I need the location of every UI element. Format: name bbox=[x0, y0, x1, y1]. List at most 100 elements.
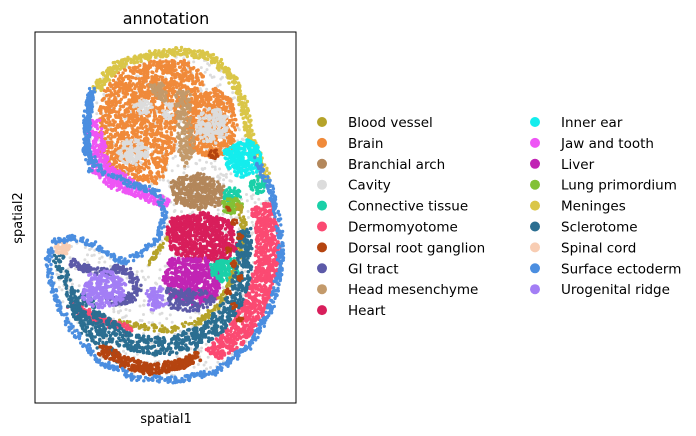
scatter-point bbox=[211, 104, 215, 109]
scatter-point bbox=[180, 92, 184, 96]
scatter-point bbox=[184, 78, 188, 82]
scatter-point bbox=[119, 119, 123, 124]
scatter-point bbox=[104, 165, 108, 170]
scatter-point bbox=[216, 130, 220, 134]
scatter-point bbox=[182, 96, 186, 100]
scatter-point bbox=[246, 216, 250, 219]
scatter-point bbox=[152, 159, 156, 163]
scatter-point bbox=[205, 68, 209, 72]
scatter-point bbox=[187, 145, 191, 149]
scatter-point bbox=[122, 349, 125, 353]
scatter-point bbox=[126, 168, 130, 172]
scatter-point bbox=[83, 246, 87, 249]
scatter-point bbox=[157, 156, 161, 160]
scatter-point bbox=[243, 269, 247, 273]
scatter-point bbox=[217, 135, 221, 139]
scatter-point bbox=[184, 90, 188, 94]
scatter-point bbox=[142, 332, 146, 336]
scatter-point bbox=[107, 180, 111, 185]
scatter-point bbox=[98, 159, 103, 163]
scatter-point bbox=[182, 171, 186, 175]
scatter-point bbox=[176, 114, 180, 118]
scatter-point bbox=[151, 311, 155, 315]
scatter-point bbox=[159, 92, 163, 96]
scatter-point bbox=[100, 141, 104, 145]
scatter-point bbox=[128, 120, 132, 124]
scatter-point bbox=[205, 367, 208, 371]
scatter-point bbox=[223, 116, 227, 120]
scatter-point bbox=[167, 198, 171, 202]
scatter-point bbox=[259, 202, 263, 206]
scatter-point bbox=[138, 82, 142, 86]
scatter-point bbox=[165, 86, 169, 90]
scatter-point bbox=[121, 134, 126, 138]
scatter-point bbox=[169, 94, 174, 99]
scatter-point bbox=[165, 130, 169, 134]
scatter-point bbox=[196, 363, 200, 366]
scatter-point bbox=[221, 122, 225, 126]
scatter-point bbox=[185, 141, 189, 145]
scatter-point bbox=[187, 156, 191, 160]
scatter-point bbox=[180, 153, 184, 157]
scatter-point bbox=[177, 122, 181, 126]
scatter-point bbox=[140, 105, 144, 109]
scatter-point bbox=[132, 103, 137, 107]
scatter-point bbox=[203, 108, 207, 112]
scatter-point bbox=[107, 177, 111, 181]
scatter-point bbox=[139, 161, 143, 165]
scatter-point bbox=[160, 311, 164, 315]
scatter-point bbox=[154, 163, 158, 167]
scatter-point bbox=[162, 64, 167, 68]
scatter-point bbox=[235, 123, 239, 127]
scatter-point bbox=[177, 134, 181, 138]
scatter-point bbox=[157, 161, 161, 165]
scatter-point bbox=[121, 124, 126, 129]
scatter-point bbox=[147, 102, 151, 106]
scatter-point bbox=[212, 90, 216, 95]
scatter-point bbox=[112, 307, 116, 311]
scatter-point bbox=[231, 133, 235, 137]
scatter-point bbox=[195, 129, 199, 133]
scatter-point bbox=[121, 316, 125, 320]
scatter-point bbox=[118, 166, 123, 170]
scatter-point bbox=[195, 125, 199, 129]
scatter-point bbox=[95, 125, 99, 129]
scatter-point bbox=[116, 93, 121, 98]
scatter-point bbox=[194, 79, 198, 84]
scatter-point bbox=[202, 129, 206, 134]
scatter-point bbox=[186, 102, 190, 106]
scatter-point bbox=[164, 124, 168, 128]
scatter-point bbox=[122, 140, 126, 145]
scatter-point bbox=[123, 95, 128, 99]
scatter-point bbox=[195, 183, 199, 188]
scatter-point bbox=[100, 255, 104, 259]
scatter-point bbox=[183, 113, 187, 117]
scatter-point bbox=[230, 352, 234, 356]
scatter-point bbox=[158, 276, 161, 280]
scatter-point bbox=[60, 288, 64, 292]
scatter-point bbox=[123, 161, 127, 165]
scatter-point bbox=[183, 202, 188, 207]
scatter-point bbox=[183, 145, 187, 149]
scatter-point bbox=[218, 83, 222, 87]
scatter-point bbox=[158, 83, 162, 87]
scatter-point bbox=[146, 275, 150, 279]
scatter-point bbox=[200, 121, 205, 125]
scatter-point bbox=[151, 124, 156, 129]
scatter-point bbox=[136, 149, 140, 153]
scatter-point bbox=[179, 146, 184, 150]
scatter-point bbox=[97, 118, 102, 123]
scatter-point bbox=[200, 346, 204, 350]
scatter-point bbox=[103, 260, 107, 264]
scatter-point bbox=[224, 230, 228, 234]
scatter-point bbox=[126, 113, 130, 118]
scatter-point bbox=[125, 276, 129, 280]
scatter-point bbox=[160, 170, 165, 174]
scatter-point bbox=[163, 68, 167, 73]
scatter-point bbox=[163, 168, 168, 172]
scatter-point bbox=[105, 120, 109, 125]
scatter-point bbox=[90, 254, 94, 258]
scatter-point bbox=[94, 148, 98, 153]
scatter-point bbox=[159, 131, 164, 135]
scatter-point bbox=[221, 286, 225, 290]
